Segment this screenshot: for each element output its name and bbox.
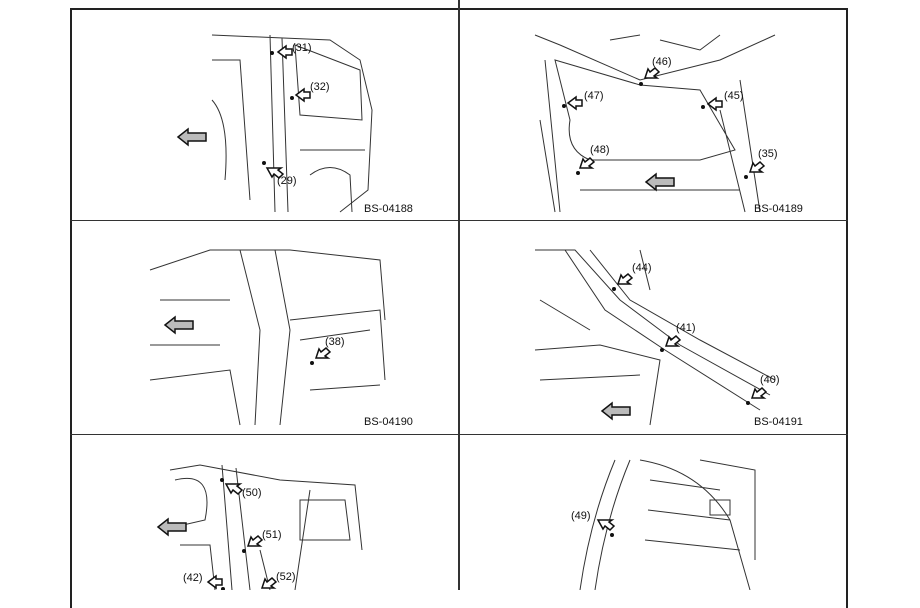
front-arrow-icon [156,127,675,537]
row-divider [70,220,848,221]
figure-bs-04188-drawing [211,34,373,213]
callout-label: (50) [242,487,262,499]
callout-label: (45) [724,90,744,102]
callout-label: (40) [760,374,780,386]
callout-label: (49) [571,510,591,522]
callout-label: (48) [590,144,610,156]
figure-bs-04190-drawing [149,249,386,426]
row-divider [70,434,848,435]
callout-label: (51) [262,529,282,541]
callout-label: (35) [758,148,778,160]
column-divider [458,0,460,590]
body-diagrams [149,34,776,590]
callout-label: (44) [632,262,652,274]
figure-code: BS-04191 [754,416,803,428]
callout-label: (31) [292,42,312,54]
callout-label: (42) [183,572,203,584]
figure-code: BS-04188 [364,203,413,215]
callout-label: (38) [325,336,345,348]
figure-code: BS-04189 [754,203,803,215]
callout-arrows [206,44,768,590]
figure-bs-04191-drawing [534,249,776,426]
callout-label: (46) [652,56,672,68]
figure-5-drawing [169,464,363,590]
callout-label: (47) [584,90,604,102]
callout-label: (41) [676,322,696,334]
callout-label: (52) [276,571,296,583]
figure-bs-04189-drawing [534,34,776,213]
figure-code: BS-04190 [364,416,413,428]
fastener-points [220,51,750,590]
callout-label: (32) [310,81,330,93]
callout-label: (29) [277,175,297,187]
